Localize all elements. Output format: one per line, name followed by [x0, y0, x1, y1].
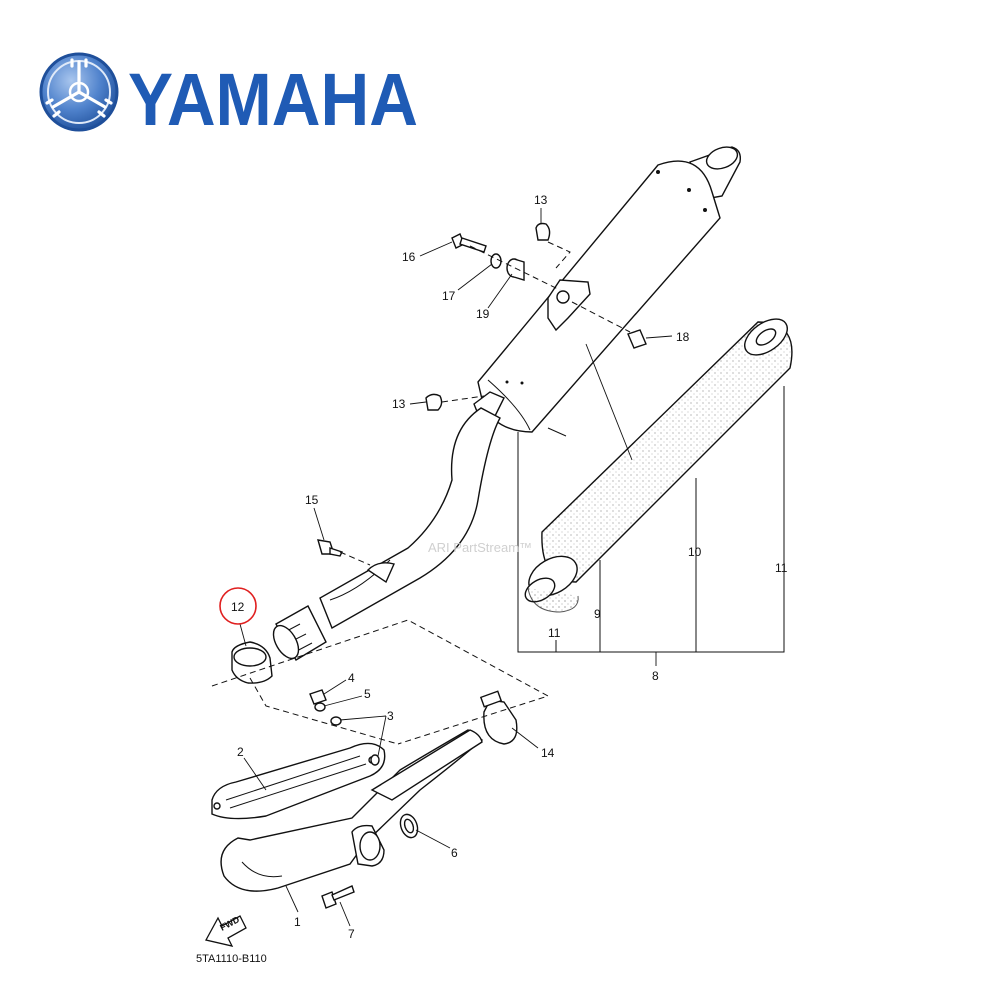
- callout-leaders: [239, 208, 673, 927]
- callout-labels: 1 2 3 4 5 6 7 8 9 10 11 11 12 13 13 14 1…: [231, 193, 788, 941]
- exhaust-header-pipe: [220, 729, 484, 892]
- callout-label[interactable]: 16: [402, 250, 416, 264]
- assembly-guides: [211, 241, 631, 745]
- forward-arrow-icon: FWD: [205, 914, 247, 947]
- silencer-shell-parts: [524, 318, 793, 613]
- brand-name: YAMAHA: [128, 58, 418, 141]
- highlight-ring: [219, 587, 257, 625]
- callout-label[interactable]: 10: [688, 545, 702, 559]
- callout-label[interactable]: 13: [534, 193, 548, 207]
- callout-label[interactable]: 4: [348, 671, 355, 685]
- callout-label[interactable]: 19: [476, 307, 490, 321]
- watermark-text: ARI PartStream™: [428, 540, 532, 555]
- assembly-bracket-8: [517, 343, 785, 666]
- callout-label[interactable]: 15: [305, 493, 319, 507]
- tuning-fork-emblem-icon: [39, 52, 119, 132]
- callout-label[interactable]: 14: [541, 746, 555, 760]
- callout-label[interactable]: 13: [392, 397, 406, 411]
- muffler-assembly: [473, 146, 742, 437]
- callout-label[interactable]: 2: [237, 745, 244, 759]
- callout-label[interactable]: 9: [594, 607, 601, 621]
- callout-label[interactable]: 5: [364, 687, 371, 701]
- callout-label[interactable]: 7: [348, 927, 355, 941]
- callout-label[interactable]: 11: [775, 561, 788, 575]
- callout-label[interactable]: 18: [676, 330, 690, 344]
- exhaust-mid-pipe: [272, 407, 501, 661]
- gasket-part-6: [399, 813, 419, 839]
- callout-label[interactable]: 6: [451, 846, 458, 860]
- callout-label[interactable]: 8: [652, 669, 659, 683]
- callout-label[interactable]: 17: [442, 289, 456, 303]
- fasteners: [309, 222, 647, 909]
- drawing-code: 5TA1110-B110: [196, 953, 267, 965]
- callout-label[interactable]: 3: [387, 709, 394, 723]
- gasket-part-12: [231, 641, 273, 684]
- callout-label[interactable]: 12: [231, 600, 245, 614]
- brand-logo: YAMAHA: [39, 52, 418, 141]
- callout-label[interactable]: 11: [548, 626, 561, 640]
- clamp-part-14: [479, 690, 518, 745]
- callout-label[interactable]: 1: [294, 915, 301, 929]
